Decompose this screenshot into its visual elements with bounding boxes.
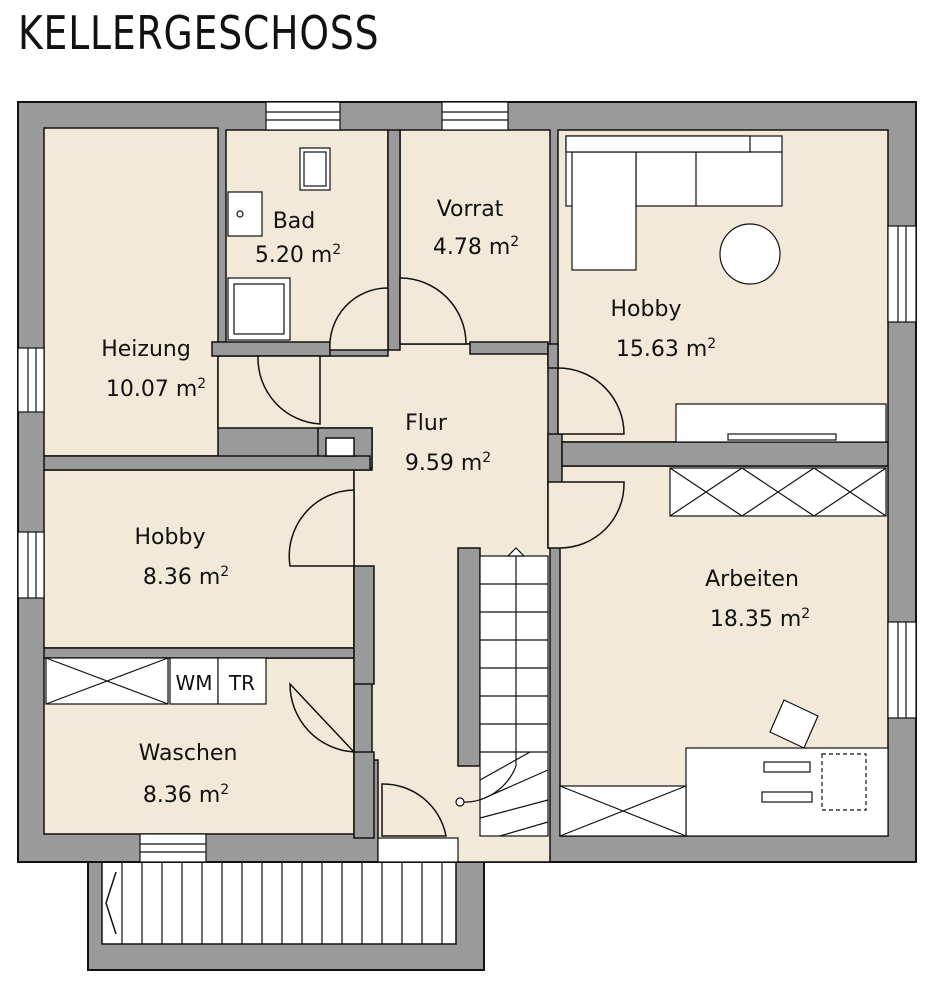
room-area-hobby-small: 8.36 m2 xyxy=(143,564,229,590)
washer-box xyxy=(169,657,219,705)
exterior-stair xyxy=(87,861,485,971)
room-heizung-floor xyxy=(43,127,219,457)
room-area-hobby-large: 15.63 m2 xyxy=(616,336,716,362)
room-area-vorrat: 4.78 m2 xyxy=(433,234,519,260)
room-area-heizung: 10.07 m2 xyxy=(106,376,206,402)
dryer-label: TR xyxy=(228,671,255,695)
room-name-bad: Bad xyxy=(273,209,316,234)
washer-label: WM xyxy=(175,671,212,695)
room-name-heizung: Heizung xyxy=(101,337,191,362)
interior-stair xyxy=(455,547,549,837)
room-name-vorrat: Vorrat xyxy=(437,197,504,222)
room-area-bad: 5.20 m2 xyxy=(255,242,341,268)
room-name-waschen: Waschen xyxy=(139,741,238,766)
room-name-flur: Flur xyxy=(405,411,448,436)
room-name-hobby-large: Hobby xyxy=(611,297,682,322)
room-area-flur: 9.59 m2 xyxy=(405,450,491,476)
room-area-arbeiten: 18.35 m2 xyxy=(710,606,810,632)
dryer-box xyxy=(217,657,267,705)
room-name-arbeiten: Arbeiten xyxy=(705,567,799,592)
room-name-hobby-small: Hobby xyxy=(135,525,206,550)
plan-title: KELLERGESCHOSS xyxy=(18,6,380,60)
room-area-waschen: 8.36 m2 xyxy=(143,782,229,808)
